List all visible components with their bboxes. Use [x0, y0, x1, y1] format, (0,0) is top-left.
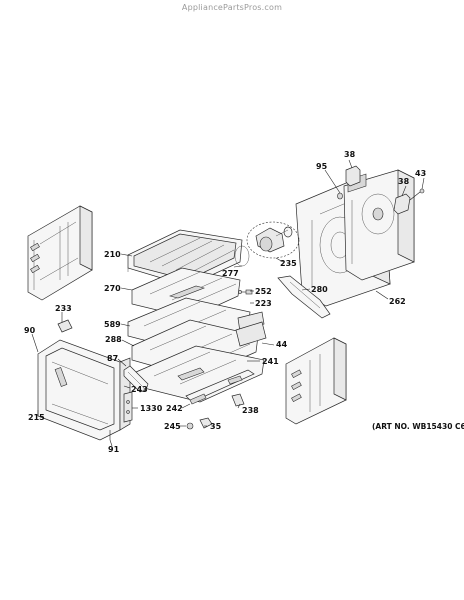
callout-43: 43: [415, 169, 426, 178]
callout-210: 210: [104, 250, 121, 259]
oven-liner-assembly: [127, 297, 265, 403]
callout-215: 215: [28, 413, 45, 422]
art-number: (ART NO. WB15430 C6): [372, 422, 464, 431]
callout-243: 243: [131, 385, 148, 394]
vent-bracket: [277, 275, 331, 319]
rack-slide-rail: [123, 365, 149, 393]
callout-277: 277: [222, 269, 239, 278]
callout-87: 87: [107, 354, 118, 363]
fastener-parts: [186, 417, 213, 430]
callout-91: 91: [108, 445, 120, 454]
hinge-part: [57, 319, 73, 333]
hardware-parts-top-right: [337, 165, 425, 215]
lower-slide-rail: [185, 369, 255, 405]
callout-35: 35: [210, 422, 222, 431]
callout-252: 252: [255, 287, 272, 296]
oven-door-frame: [37, 339, 131, 441]
leader-lines: [31, 159, 425, 447]
callout-223: 223: [255, 299, 272, 308]
watermark-text: AppliancePartsPros.com: [181, 3, 283, 12]
callout-245: 245: [164, 422, 181, 431]
oven-top-panel: [127, 229, 243, 290]
callout-38-upper: 38: [344, 150, 356, 159]
callout-280: 280: [311, 285, 328, 294]
convection-fan-motor: [246, 221, 300, 259]
right-side-panel: [285, 337, 347, 425]
callout-242: 242: [166, 404, 183, 413]
left-side-panel: [27, 205, 93, 301]
door-switch: [231, 393, 245, 407]
callout-235: 235: [280, 259, 297, 268]
callout-270: 270: [104, 284, 121, 293]
callout-238: 238: [242, 406, 259, 415]
callout-241: 241: [262, 357, 279, 366]
callout-labels: 95 38 43 38 210 277 235 270 252 280 223 …: [24, 150, 464, 454]
callout-38-lower: 38: [398, 177, 410, 186]
callout-233: 233: [55, 304, 72, 313]
callout-589: 589: [104, 320, 121, 329]
callout-95: 95: [316, 162, 328, 171]
callout-1330: 1330: [140, 404, 163, 413]
door-hinges: [123, 391, 133, 423]
callout-44: 44: [276, 340, 288, 349]
callout-262: 262: [389, 297, 406, 306]
bottom-channel: [235, 321, 267, 347]
temperature-sensor: [238, 289, 253, 295]
callout-288: 288: [105, 335, 122, 344]
callout-90: 90: [24, 326, 36, 335]
convection-housing: [343, 169, 415, 281]
